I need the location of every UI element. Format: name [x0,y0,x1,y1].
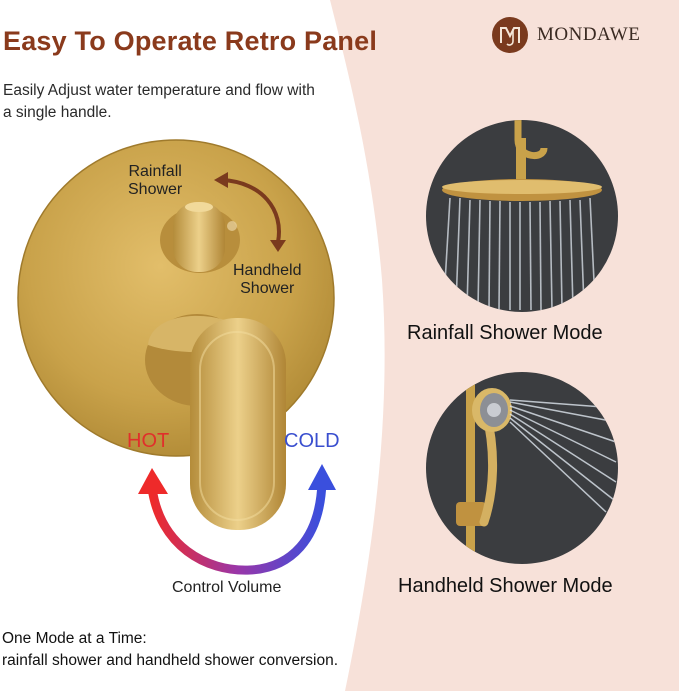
footer-note: One Mode at a Time: rainfall shower and … [2,628,338,672]
cold-label: COLD [284,430,340,452]
diverter-knob [173,202,225,272]
hot-label: HOT [127,430,170,452]
brand-name: MONDAWE [537,24,641,45]
rainfall-shower-label: Rainfall Shower [128,163,182,199]
handheld-label-line1: Handheld [233,262,302,279]
control-volume-label: Control Volume [172,579,282,596]
mondawe-monogram-icon [492,17,528,53]
rainfall-mode-caption: Rainfall Shower Mode [407,322,603,344]
handheld-mode-caption: Handheld Shower Mode [398,575,613,597]
subtitle: Easily Adjust water temperature and flow… [3,82,315,121]
rainfall-mode-card [426,120,618,312]
page-title: Easy To Operate Retro Panel [3,26,378,56]
handheld-shower-icon [426,372,618,564]
valve-panel-illustration [17,139,336,575]
footer-line2: rainfall shower and handheld shower conv… [2,652,339,669]
brand-logo: MONDAWE [491,14,640,56]
handheld-mode-card [426,372,618,564]
handheld-shower-label: Handheld Shower [233,262,302,298]
rainfall-shower-head-icon [426,120,618,312]
handheld-label-line2: Shower [240,280,295,297]
footer-line1: One Mode at a Time: [2,630,147,647]
rainfall-label-line1: Rainfall [128,163,182,180]
rainfall-label-line2: Shower [128,181,183,198]
control-lever [190,318,286,530]
